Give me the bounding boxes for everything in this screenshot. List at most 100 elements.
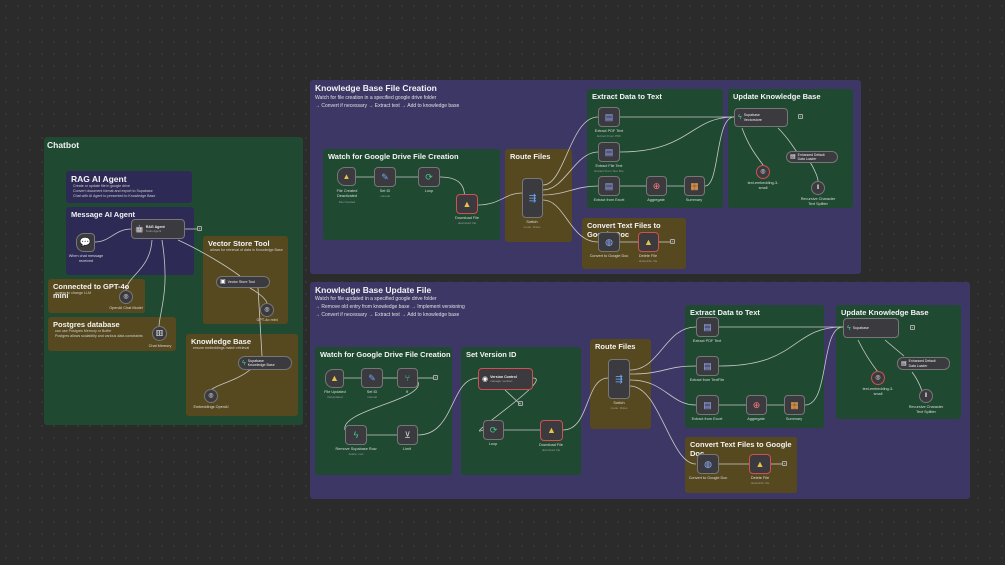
gpt-model-node[interactable]: ◎ (260, 303, 274, 317)
creation-trigger-node[interactable]: ▲ (337, 167, 356, 186)
chat-trigger-node[interactable]: 💬 (76, 233, 95, 252)
creation-delete-sub: deleteFile: file (638, 259, 658, 263)
chat-memory-node[interactable]: 🗄 (152, 326, 167, 341)
update-convert-add-button[interactable]: + (782, 461, 787, 466)
update-file-node[interactable]: ▤ (696, 356, 719, 376)
update-switch-sub: mode: Rules (610, 406, 628, 410)
update-set-node[interactable]: ✎ (361, 368, 383, 388)
vector-tool-node[interactable]: ▣ Vector Store Tool (216, 276, 270, 288)
chat-bubble-icon: 💬 (79, 237, 92, 247)
update-loop-node[interactable]: ⟳ (483, 420, 504, 440)
update-version-title: Set Version ID (466, 350, 517, 359)
update-trigger-node[interactable]: ▲ (325, 369, 344, 388)
openai-chat-node[interactable]: ◎ (119, 290, 133, 304)
creation-convert-add-button[interactable]: + (670, 239, 675, 244)
update-kb-add-button[interactable]: + (910, 325, 915, 330)
update-version-add-button[interactable]: + (518, 401, 523, 406)
switch-icon: ⇶ (528, 192, 537, 203)
creation-excel-node[interactable]: ▤ (598, 176, 620, 196)
supabase-icon: ϟ (242, 359, 246, 367)
supabase-icon: ϟ (847, 324, 851, 332)
update-pdf-node[interactable]: ▤ (696, 317, 719, 337)
update-excel-node[interactable]: ▤ (696, 395, 719, 415)
creation-aggregate-node[interactable]: ⊕ (646, 176, 667, 196)
update-trigger-sub: fileUpdated (327, 395, 343, 399)
file-icon: ▤ (703, 360, 712, 371)
update-convert-label: Convert to Google Doc (688, 476, 728, 480)
creation-delete-node[interactable]: ▲ (638, 232, 659, 252)
creation-set-node[interactable]: ✎ (374, 167, 396, 187)
update-if-add-button[interactable]: + (433, 375, 438, 380)
google-drive-icon: ▲ (644, 236, 653, 247)
update-kb-title: Update Knowledge Base (841, 308, 929, 317)
update-switch-node[interactable]: ⇶ (608, 359, 630, 399)
creation-extract-title: Extract Data to Text (592, 92, 662, 101)
creation-aggregate-label: Aggregate (647, 198, 665, 202)
update-desc-1: Watch for file updated in a specified go… (315, 296, 437, 302)
update-delete-node[interactable]: ▲ (749, 454, 771, 474)
google-drive-icon: ▲ (547, 425, 556, 435)
creation-summary-node[interactable]: ▦ (684, 176, 705, 196)
creation-loop-node[interactable]: ⟳ (418, 167, 440, 187)
creation-switch-node[interactable]: ⇶ (522, 178, 543, 218)
openai-icon: ◎ (264, 307, 270, 313)
update-convert-node[interactable]: ◍ (697, 454, 719, 474)
rag-bullet-2: Convert document format and export to Su… (73, 189, 153, 193)
aggregate-icon: ⊕ (652, 180, 661, 191)
update-embedding-node[interactable]: ◎ (871, 371, 885, 385)
update-limit-node[interactable]: ⊻ (397, 425, 418, 445)
google-drive-icon: ▲ (342, 171, 351, 181)
openai-icon: ◎ (208, 393, 214, 399)
creation-convert-label: Convert to Google Doc (589, 254, 629, 258)
creation-embedding-node[interactable]: ◎ (756, 165, 770, 179)
update-remove-node[interactable]: ϟ (345, 425, 367, 445)
update-supabase-node[interactable]: ϟ Supabase (843, 318, 899, 338)
file-icon: ▤ (703, 399, 712, 410)
creation-title: Knowledge Base File Creation (315, 83, 437, 93)
creation-update-sticky[interactable]: Update Knowledge Base (728, 89, 853, 208)
update-if-label: If (405, 390, 409, 394)
creation-loader-label: Enhanced Default (797, 152, 825, 157)
creation-add-button[interactable]: + (798, 114, 803, 119)
update-supabase-label: Supabase (852, 325, 869, 330)
creation-embedding-label: text-embedding-3- (747, 181, 779, 185)
cube-icon: ▣ (220, 279, 226, 285)
database-icon: 🗄 (155, 330, 164, 337)
creation-download-node[interactable]: ▲ (456, 194, 478, 214)
globe-icon: ◍ (605, 236, 613, 247)
creation-splitter-label-2: Text Splitter (808, 202, 828, 206)
knowledge-sticky[interactable]: Knowledge Base ensure embeddings match r… (186, 334, 298, 416)
split-icon: ‖ (816, 185, 820, 191)
creation-file-sub: Extract From Text File (594, 169, 624, 173)
creation-convert-node[interactable]: ◍ (598, 232, 620, 252)
google-drive-icon: ▲ (755, 458, 765, 469)
update-download-node[interactable]: ▲ (540, 420, 563, 441)
aggregate-icon: ⊕ (752, 399, 761, 410)
creation-file-node[interactable]: ▤ (598, 142, 620, 162)
update-splitter-node[interactable]: ‖ (919, 389, 933, 403)
update-aggregate-node[interactable]: ⊕ (746, 395, 767, 415)
globe-icon: ◍ (704, 458, 712, 469)
add-node-button[interactable]: + (197, 226, 202, 231)
embeddings-node[interactable]: ◎ (204, 389, 218, 403)
rag-agent-sticky[interactable]: RAG AI Agent Create or update file in go… (66, 171, 192, 203)
update-version-sub: manage: version (490, 379, 513, 383)
knowledge-bullet: ensure embeddings match retrieval (193, 346, 250, 350)
creation-desc-2: → Convert if necessary → Extract text → … (315, 103, 460, 109)
creation-supabase-label: Supabase (743, 113, 760, 117)
update-if-node[interactable]: ⑂ (397, 368, 418, 388)
update-version-sticky[interactable]: Set Version ID (461, 347, 581, 475)
creation-splitter-node[interactable]: ‖ (811, 181, 825, 195)
creation-switch-label: Switch (526, 220, 538, 224)
creation-pdf-node[interactable]: ▤ (598, 107, 620, 127)
supabase-kb-label-2: Knowledge Base (247, 363, 275, 367)
update-watch-sticky[interactable]: Watch for Google Drive File Creation (315, 347, 452, 475)
update-summary-node[interactable]: ▦ (784, 395, 805, 415)
